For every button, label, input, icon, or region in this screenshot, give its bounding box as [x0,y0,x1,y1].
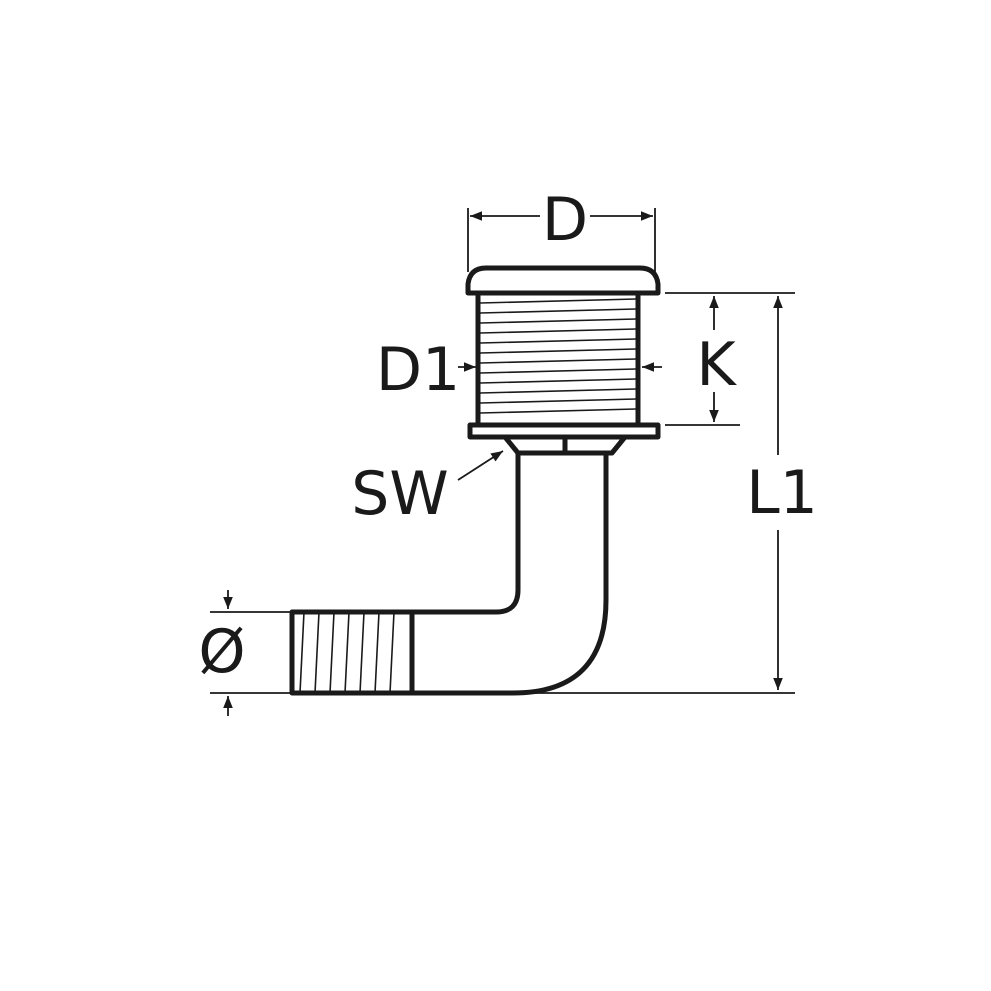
hex-nut [502,434,628,456]
flange-cap [465,265,661,296]
dimension-d1: D1 [376,335,662,405]
label-l1: L1 [746,458,818,528]
dimension-d: D [467,185,656,272]
label-d: D [542,185,588,255]
label-sw: SW [351,459,448,529]
label-k: K [696,330,737,400]
dimension-diameter: Ø [198,590,290,716]
dimension-l1: L1 [512,292,818,694]
label-d1: D1 [376,335,460,405]
dimension-sw: SW [351,450,504,529]
threaded-body [475,290,641,428]
label-diameter: Ø [198,617,245,687]
dimension-k: K [665,292,740,426]
hose-barb [289,609,415,696]
